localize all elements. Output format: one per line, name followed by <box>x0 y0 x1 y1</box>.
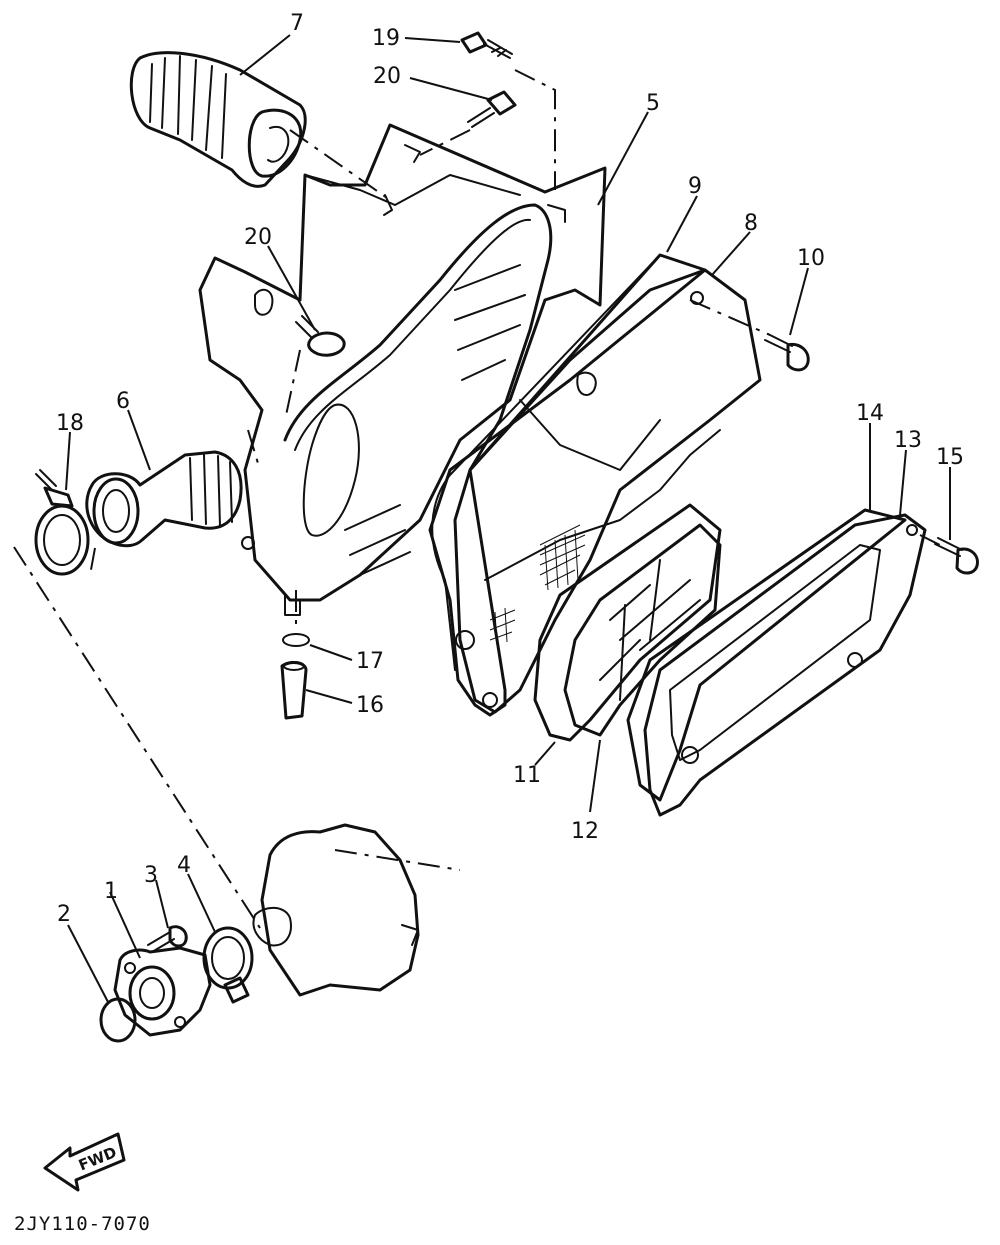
callout-18: 18 <box>56 411 84 436</box>
callout-4: 4 <box>177 853 191 878</box>
callout-14: 14 <box>856 401 884 426</box>
callouts: 7 19 20 5 9 8 10 20 6 18 14 13 15 17 16 … <box>56 11 964 1003</box>
engine-outline <box>252 823 420 997</box>
part-5-air-box <box>198 123 607 616</box>
part-14-seal <box>626 508 907 802</box>
part-15-screw <box>934 537 979 575</box>
callout-11: 11 <box>513 763 541 788</box>
part-20-lower-screw <box>295 315 346 357</box>
part-16-drain-hose <box>280 661 308 720</box>
part-18-clamp <box>34 469 90 576</box>
callout-8: 8 <box>744 211 758 236</box>
callout-17: 17 <box>356 649 384 674</box>
part-8-cover <box>453 268 762 714</box>
part-6-intake-joint <box>85 450 243 548</box>
callout-6: 6 <box>116 389 130 414</box>
part-19-screw <box>460 31 513 59</box>
part-9-gasket <box>428 253 707 717</box>
part-2-o-ring <box>99 997 137 1043</box>
part-3-bolt <box>147 925 188 953</box>
callout-7: 7 <box>290 11 304 36</box>
part-10-screw <box>764 333 810 372</box>
callout-19: 19 <box>372 26 400 51</box>
callout-20-upper: 20 <box>373 64 401 89</box>
part-17-clip <box>282 633 310 647</box>
callout-5: 5 <box>646 91 660 116</box>
part-1-carburetor-joint <box>113 946 212 1037</box>
callout-13: 13 <box>894 428 922 453</box>
callout-20-lower: 20 <box>244 225 272 250</box>
callout-1: 1 <box>104 879 118 904</box>
part-4-clamp <box>202 926 254 1004</box>
part-20-upper-screw <box>467 90 517 128</box>
part-7-intake-duct <box>129 51 307 188</box>
part-11-element <box>533 503 722 742</box>
diagram-code: 2JY110-7070 <box>14 1213 151 1235</box>
callout-10: 10 <box>797 246 825 271</box>
callout-3: 3 <box>144 863 158 888</box>
callout-9: 9 <box>688 174 702 199</box>
callout-12: 12 <box>571 819 599 844</box>
callout-16: 16 <box>356 693 384 718</box>
callout-2: 2 <box>57 902 71 927</box>
mesh-screen <box>489 524 586 646</box>
alignment-lines <box>13 69 941 929</box>
fwd-arrow: FWD <box>43 1132 126 1192</box>
callout-15: 15 <box>936 445 964 470</box>
part-13-side-cover <box>643 513 927 817</box>
part-12-frame <box>563 523 722 737</box>
